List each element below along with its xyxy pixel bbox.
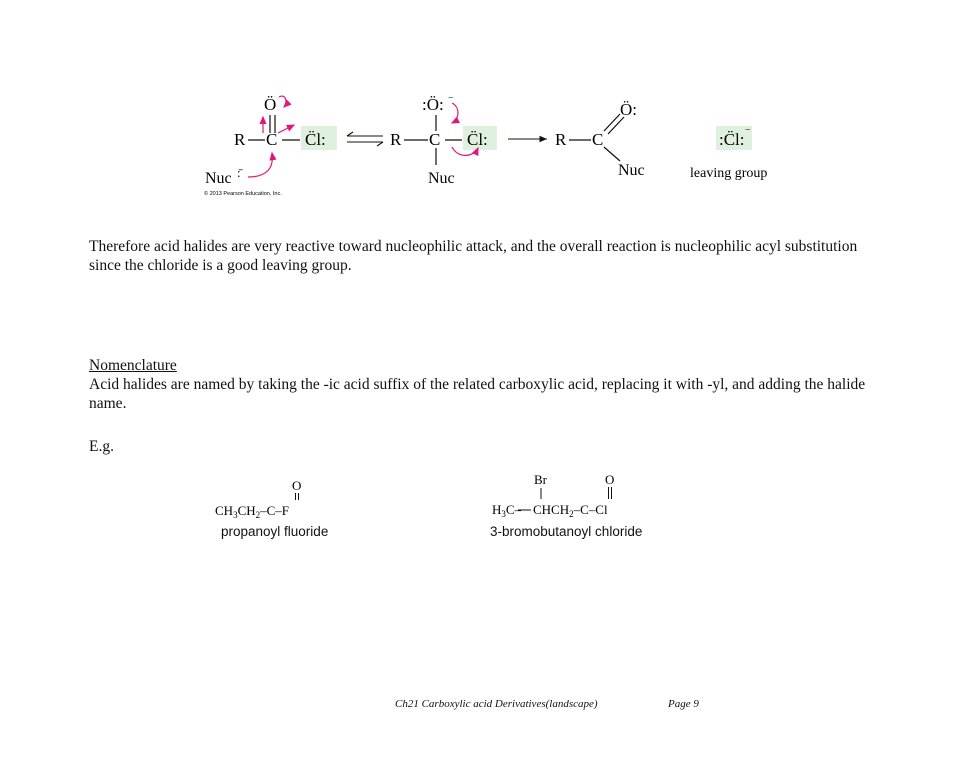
oxygen-label-1: Ö: [264, 95, 276, 114]
svg-text:O: O: [292, 478, 301, 493]
svg-text::̄: :̄: [237, 165, 243, 180]
paragraph-leaving-group: Therefore acid halides are very reactive…: [89, 238, 858, 274]
cl-highlight-1: [301, 126, 337, 150]
tetrahedral-intermediate: :Ö: − R C C̈l: Nuc: [390, 93, 497, 187]
equilibrium-arrow: [346, 131, 384, 147]
oxygen-label-3: Ö:: [620, 100, 637, 119]
svg-text::C̈l:: :C̈l:: [719, 130, 745, 149]
svg-text:Br: Br: [534, 472, 548, 487]
cl-highlight-2: [463, 126, 497, 150]
svg-text:H3C–: H3C–: [492, 502, 522, 519]
propanoyl-fluoride-structure: O CH3CH2–C–F: [215, 478, 301, 520]
acid-chloride-structure: Ö R C C̈l: Nuc :̄ © 2013 Pearson Educati…: [204, 95, 337, 197]
carbon-3: C: [592, 130, 603, 149]
nuc-3: Nuc: [618, 162, 645, 179]
mechanism-figure: Ö R C C̈l: Nuc :̄ © 2013 Pearson Educati…: [204, 93, 767, 197]
eg-label: E.g.: [89, 438, 114, 455]
reaction-scheme: Ö R C C̈l: Nuc :̄ © 2013 Pearson Educati…: [190, 85, 800, 205]
carbon-1: C: [266, 130, 277, 149]
example-name-2: 3-bromobutanoyl chloride: [490, 524, 643, 539]
copyright-text: © 2013 Pearson Education, Inc.: [204, 190, 282, 197]
footer-title: Ch21 Carboxylic acid Derivatives(landsca…: [395, 698, 598, 710]
chlorine-1: C̈l:: [305, 130, 326, 149]
example-bromobutanoyl-chloride: Br O H3C– CHCH2–C–Cl 3-bromobutanoyl chl…: [484, 470, 684, 548]
r-group-2: R: [390, 130, 402, 149]
nomenclature-heading: Nomenclature: [89, 356, 177, 375]
r-group-3: R: [555, 130, 567, 149]
example-propanoyl-fluoride: O CH3CH2–C–F propanoyl fluoride: [215, 478, 365, 548]
r-group-1: R: [234, 130, 246, 149]
footer-page: Page 9: [668, 698, 699, 710]
chlorine-2: C̈l:: [467, 130, 488, 149]
leaving-group-label: leaving group: [690, 166, 767, 181]
svg-text:−: −: [745, 125, 751, 136]
svg-text:O: O: [605, 472, 614, 487]
svg-text:CH3CH2–C–F: CH3CH2–C–F: [215, 503, 289, 520]
oxygen-label-2: :Ö:: [422, 95, 444, 114]
chloride-ion: :C̈l: − leaving group: [690, 125, 767, 181]
nomenclature-heading-text: Nomenclature: [89, 357, 177, 374]
nuc-anion: Nuc: [205, 170, 232, 187]
bromobutanoyl-chloride-structure: Br O H3C– CHCH2–C–Cl: [492, 472, 614, 519]
nuc-2: Nuc: [428, 170, 455, 187]
svg-text:−: −: [448, 93, 454, 104]
nomenclature-text: Acid halides are named by taking the -ic…: [89, 376, 866, 412]
svg-text:CHCH2–C–Cl: CHCH2–C–Cl: [533, 502, 608, 519]
product-structure: R C Ö: Nuc: [555, 100, 645, 179]
carbon-2: C: [429, 130, 440, 149]
example-name-1: propanoyl fluoride: [221, 524, 329, 539]
